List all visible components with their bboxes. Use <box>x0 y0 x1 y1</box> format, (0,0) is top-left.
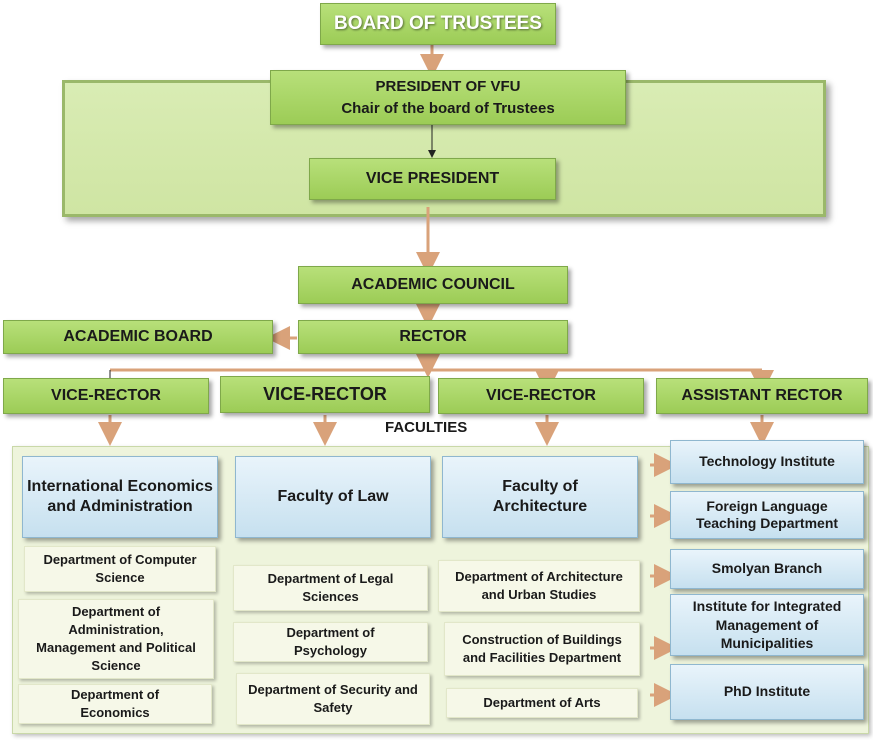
president-title: PRESIDENT OF VFU <box>375 77 521 95</box>
board-of-trustees-label: BOARD OF TRUSTEES <box>334 13 542 34</box>
institute-name: Technology Institute <box>699 453 835 470</box>
department-box: Department of Architecture and Urban Stu… <box>438 560 640 612</box>
vice-rector-label: VICE-RECTOR <box>263 384 387 404</box>
institute-name: Institute for Integrated Management of M… <box>692 597 842 652</box>
board-of-trustees-box: BOARD OF TRUSTEES <box>320 3 556 45</box>
institute-name: PhD Institute <box>723 683 811 700</box>
institute-name: Foreign Language Teaching Department <box>695 497 839 532</box>
faculty-box-1: International Economics and Administrati… <box>22 456 218 538</box>
academic-council-label: ACADEMIC COUNCIL <box>351 276 515 293</box>
department-name: Construction of Buildings and Facilities… <box>462 631 622 665</box>
president-box: PRESIDENT OF VFU Chair of the board of T… <box>270 70 626 125</box>
department-name: Department of Computer Science <box>43 551 197 585</box>
president-subtitle: Chair of the board of Trustees <box>341 99 555 117</box>
department-name: Department of Architecture and Urban Stu… <box>455 568 623 602</box>
academic-council-box: ACADEMIC COUNCIL <box>298 266 568 304</box>
vice-rector-box-3: VICE-RECTOR <box>438 378 644 414</box>
department-name: Department of Security and Safety <box>248 681 418 715</box>
department-box: Department of Computer Science <box>24 546 216 592</box>
department-name: Department of Administration, Management… <box>36 603 196 674</box>
department-box: Department of Security and Safety <box>236 673 430 725</box>
faculty-name: International Economics and Administrati… <box>27 478 213 515</box>
institute-name: Smolyan Branch <box>711 560 823 577</box>
department-box: Department of Arts <box>446 688 638 718</box>
department-name: Department of Arts <box>483 694 601 710</box>
academic-board-label: ACADEMIC BOARD <box>63 328 213 345</box>
academic-board-box: ACADEMIC BOARD <box>3 320 273 354</box>
institute-box-5: PhD Institute <box>670 664 864 720</box>
department-box: Construction of Buildings and Facilities… <box>444 622 640 676</box>
vice-rector-label: VICE-RECTOR <box>486 387 596 404</box>
department-box: Department of Economics <box>18 684 212 724</box>
department-box: Department of Psychology <box>233 622 428 662</box>
institute-box-1: Technology Institute <box>670 440 864 484</box>
department-box: Department of Administration, Management… <box>18 599 214 679</box>
institute-box-4: Institute for Integrated Management of M… <box>670 594 864 656</box>
department-name: Department of Economics <box>70 686 160 720</box>
faculty-name: Faculty of Architecture <box>492 478 588 515</box>
faculty-box-2: Faculty of Law <box>235 456 431 538</box>
vice-rector-box-1: VICE-RECTOR <box>3 378 209 414</box>
assistant-rector-label: ASSISTANT RECTOR <box>681 387 843 404</box>
vice-president-label: VICE PRESIDENT <box>365 170 500 187</box>
vice-rector-box-2: VICE-RECTOR <box>220 376 430 413</box>
faculties-label: FACULTIES <box>385 419 468 436</box>
institute-box-3: Smolyan Branch <box>670 549 864 589</box>
assistant-rector-box: ASSISTANT RECTOR <box>656 378 868 414</box>
faculty-name: Faculty of Law <box>277 488 389 505</box>
rector-label: RECTOR <box>399 328 467 345</box>
institute-box-2: Foreign Language Teaching Department <box>670 491 864 539</box>
rector-box: RECTOR <box>298 320 568 354</box>
department-name: Department of Psychology <box>286 624 375 658</box>
vice-rector-label: VICE-RECTOR <box>51 387 161 404</box>
department-name: Department of Legal Sciences <box>267 570 394 604</box>
department-box: Department of Legal Sciences <box>233 565 428 611</box>
faculty-box-3: Faculty of Architecture <box>442 456 638 538</box>
vice-president-box: VICE PRESIDENT <box>309 158 556 200</box>
